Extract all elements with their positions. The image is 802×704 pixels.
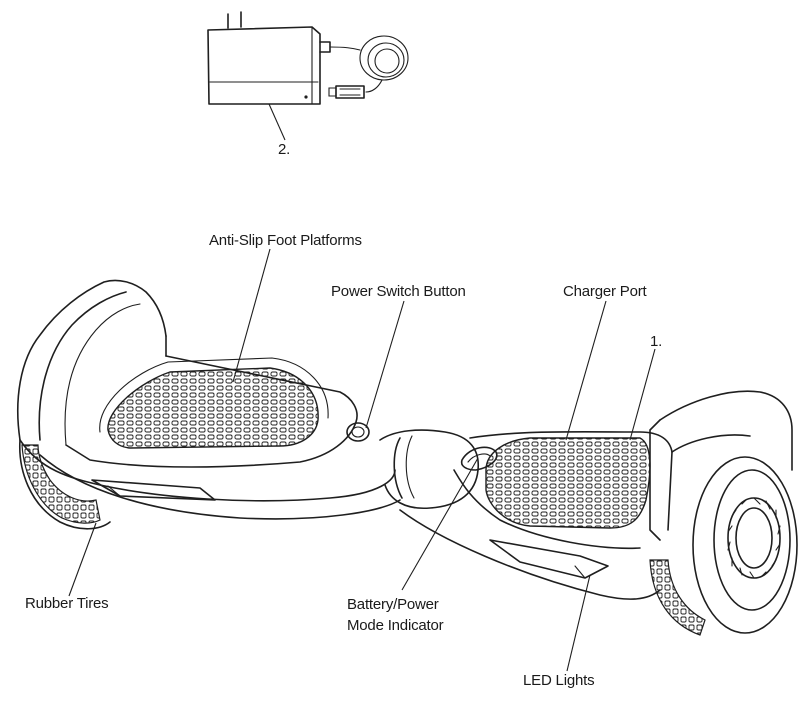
battery-label-line1: Battery/Power: [347, 596, 439, 613]
rubber-tires-label: Rubber Tires: [25, 595, 109, 612]
battery-label-line2: Mode Indicator: [347, 617, 444, 634]
power-switch-label: Power Switch Button: [331, 283, 466, 300]
charger-leader-line: [268, 103, 286, 141]
board-leader-line: [629, 348, 656, 441]
charger-port-leader-line: [565, 300, 607, 441]
charger-port-label: Charger Port: [563, 283, 647, 300]
hoverboard: [17, 279, 798, 636]
power-switch-leader-line: [365, 300, 405, 429]
led-lights-label: LED Lights: [523, 672, 595, 689]
charger-callout-label: 2.: [278, 141, 291, 158]
board-callout-label: 1.: [650, 333, 663, 350]
battery-leader-line: [401, 457, 479, 591]
led-lights-leader-line: [566, 574, 591, 672]
anti-slip-label: Anti-Slip Foot Platforms: [209, 232, 362, 249]
wheel-hub: [727, 497, 781, 579]
rubber-tires-leader-line: [68, 522, 97, 597]
charger-adapter: [207, 11, 409, 105]
anti-slip-leader-line: [232, 248, 271, 383]
